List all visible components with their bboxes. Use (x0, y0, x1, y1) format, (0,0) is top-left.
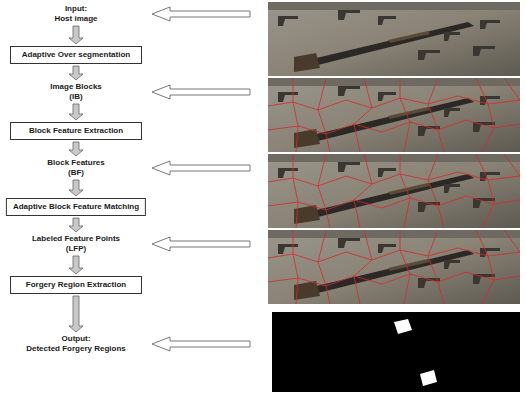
node-text: Input: (43, 4, 109, 14)
process-box: Adaptive Over segmentation (10, 46, 142, 64)
node-text: Detected Forgery Regions (18, 344, 134, 354)
node-text: Adaptive Block Feature Matching (13, 202, 139, 212)
flow-arrow (69, 26, 83, 44)
process-box: Forgery Region Extraction (10, 276, 142, 294)
flow-arrow (69, 180, 83, 196)
data-label: Labeled Feature Points (LFP) (24, 234, 128, 254)
process-box: Block Feature Extraction (10, 122, 142, 140)
node-text: Forgery Region Extraction (17, 280, 135, 290)
data-label: Output:Detected Forgery Regions (16, 334, 136, 354)
data-label: Image Blocks (IB) (43, 82, 109, 102)
data-label: Block Features (BF) (44, 158, 108, 178)
flow-arrow (69, 256, 83, 274)
flow-arrow (69, 66, 83, 80)
data-label: Input:Host image (41, 4, 111, 24)
flow-arrow (69, 296, 83, 332)
node-text: Adaptive Over segmentation (17, 50, 135, 60)
node-text: Image Blocks (IB) (45, 82, 107, 102)
flow-arrow (69, 104, 83, 120)
node-text: Block Feature Extraction (17, 126, 135, 136)
node-text: Labeled Feature Points (LFP) (26, 234, 126, 254)
node-text: Block Features (BF) (46, 158, 106, 178)
node-text: Host image (43, 14, 109, 24)
process-box: Adaptive Block Feature Matching (6, 198, 146, 216)
flow-arrow (69, 218, 83, 232)
flow-arrow (69, 142, 83, 156)
node-text: Output: (18, 334, 134, 344)
